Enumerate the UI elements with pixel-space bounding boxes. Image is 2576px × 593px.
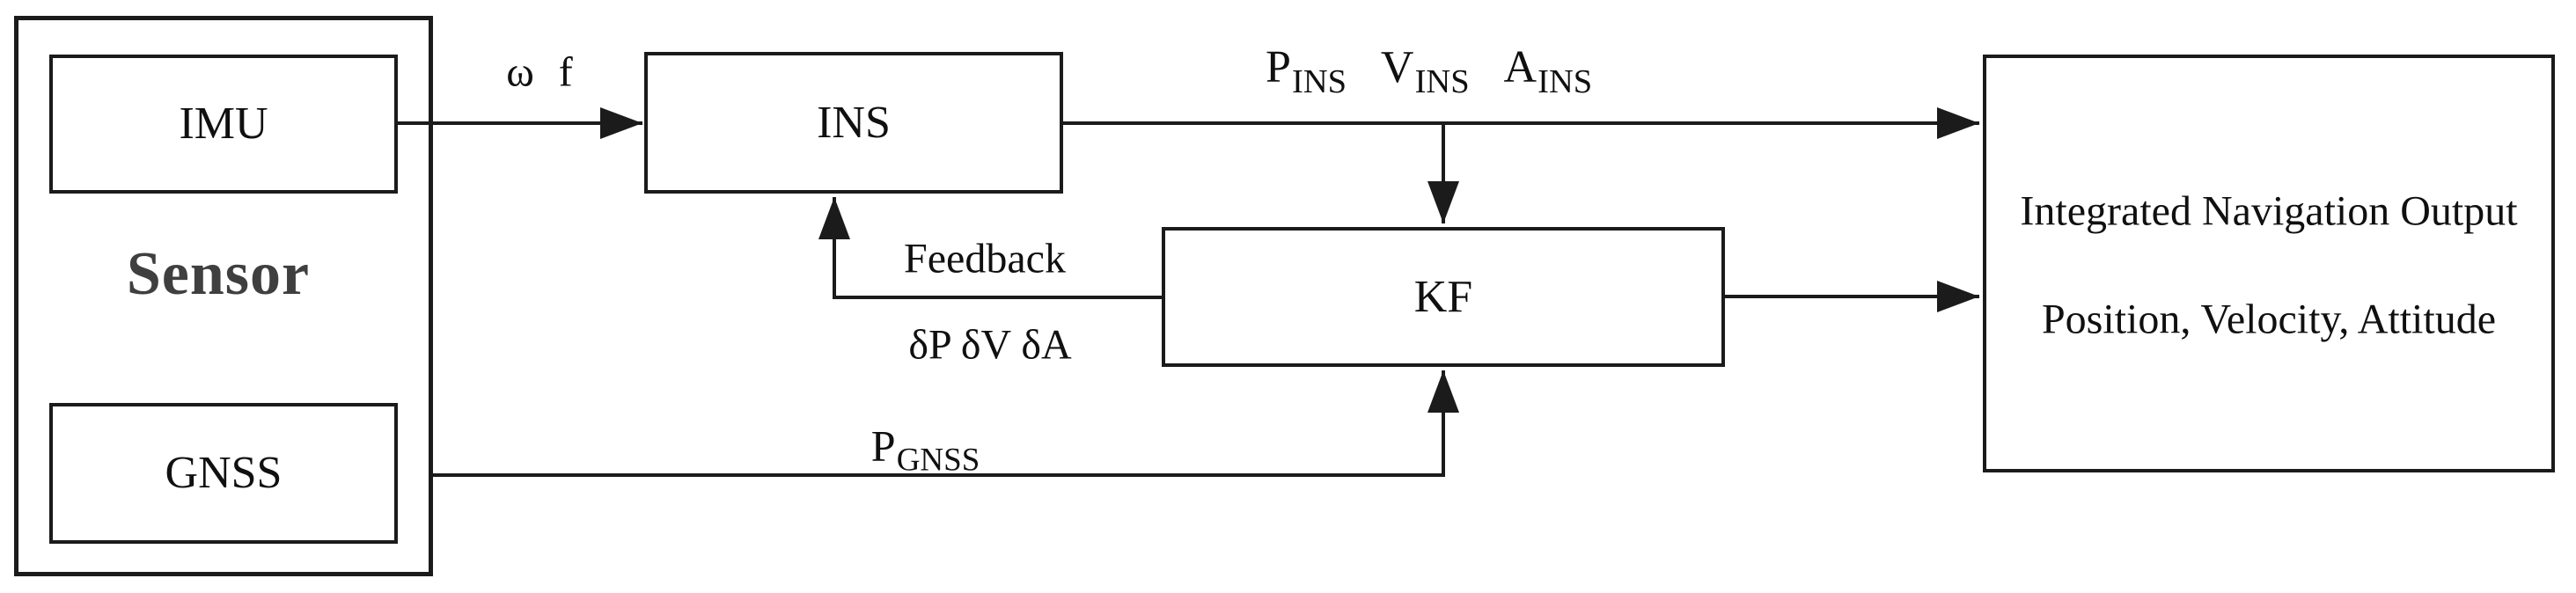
a-ins-sub: INS bbox=[1538, 62, 1593, 100]
output-box-line2: Position, Velocity, Attitude bbox=[2041, 296, 2497, 343]
arrow-kf-feedback-to-ins bbox=[818, 197, 1162, 299]
imu-signals-label: ω f bbox=[506, 48, 573, 96]
p-ins-base: P bbox=[1265, 42, 1291, 93]
p-ins-label: PINS bbox=[1265, 41, 1347, 99]
feedback-label: Feedback bbox=[904, 235, 1066, 282]
a-ins-label: AINS bbox=[1503, 41, 1592, 99]
integrated-output-box bbox=[1983, 55, 2555, 472]
v-ins-base: V bbox=[1380, 42, 1414, 93]
ins-label: INS bbox=[817, 98, 891, 149]
ins-output-labels: PINS VINS AINS bbox=[1265, 41, 1592, 99]
ins-box bbox=[644, 52, 1063, 194]
v-ins-label: VINS bbox=[1380, 41, 1470, 99]
sensor-group-box bbox=[14, 16, 433, 576]
a-ins-base: A bbox=[1503, 42, 1538, 93]
kf-label: KF bbox=[1413, 272, 1473, 323]
gnss-box bbox=[49, 403, 398, 544]
p-gnss-label: PGNSS bbox=[870, 421, 980, 476]
p-gnss-sub: GNSS bbox=[896, 442, 980, 479]
feedback-terms-label: δP δV δA bbox=[908, 321, 1072, 369]
kf-box bbox=[1162, 227, 1725, 367]
output-box-line1: Integrated Navigation Output bbox=[2020, 187, 2518, 235]
sensor-group-label: Sensor bbox=[126, 239, 311, 308]
imu-box bbox=[49, 55, 398, 194]
arrow-gnss-to-kf bbox=[433, 370, 1459, 477]
gnss-label: GNSS bbox=[165, 448, 283, 499]
p-gnss-base: P bbox=[870, 421, 896, 471]
imu-label: IMU bbox=[179, 99, 268, 150]
p-ins-sub: INS bbox=[1292, 62, 1347, 100]
v-ins-sub: INS bbox=[1414, 62, 1470, 100]
